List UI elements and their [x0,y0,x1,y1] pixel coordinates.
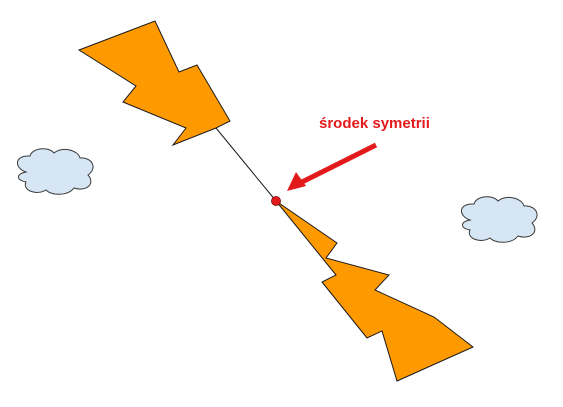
center-label: środek symetrii [319,115,430,132]
arrow-pointer-icon [287,142,378,191]
cloud-left-icon [17,148,94,195]
cloud-right-icon [461,196,538,243]
center-point-marker [271,196,281,206]
